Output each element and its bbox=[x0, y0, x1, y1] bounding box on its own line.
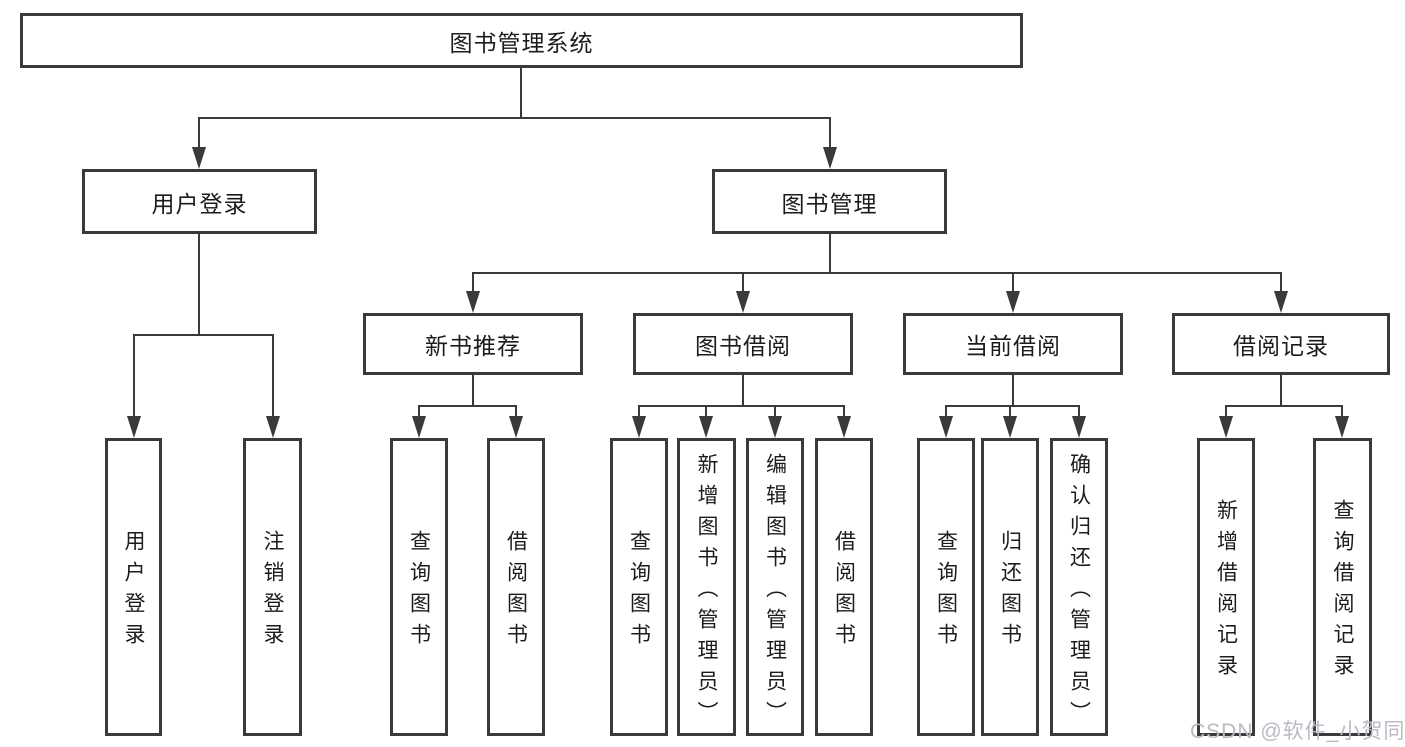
leaf-newrec-query-books: 查询图书 bbox=[390, 438, 448, 736]
leaf-newrec-query-books-label: 查询图书 bbox=[407, 530, 431, 654]
connector-vline bbox=[705, 405, 707, 419]
arrow-down-icon bbox=[1335, 416, 1349, 438]
leaf-records-query-borrow-record: 查询借阅记录 bbox=[1313, 438, 1372, 736]
node-new-book-recommendation-label: 新书推荐 bbox=[425, 333, 521, 359]
leaf-borrowing-edit-books-admin-label: 编辑图书（管理员） bbox=[763, 452, 787, 732]
leaf-newrec-borrow-books-label: 借阅图书 bbox=[504, 530, 528, 654]
connector-vline bbox=[198, 233, 200, 335]
node-current-borrowing-label: 当前借阅 bbox=[965, 333, 1061, 359]
connector-vline bbox=[742, 374, 744, 406]
node-user-login-label: 用户登录 bbox=[151, 190, 248, 217]
leaf-current-return-books: 归还图书 bbox=[981, 438, 1039, 736]
node-root: 图书管理系统 bbox=[20, 13, 1023, 68]
connector-vline bbox=[1009, 405, 1011, 419]
leaf-borrowing-add-books-admin: 新增图书（管理员） bbox=[677, 438, 736, 736]
connector-vline bbox=[1012, 272, 1014, 294]
csdn-watermark: CSDN @软件_小贺同学 bbox=[1190, 720, 1405, 743]
leaf-logout-login: 注销登录 bbox=[243, 438, 302, 736]
connector-vline bbox=[1078, 405, 1080, 419]
node-book-management: 图书管理 bbox=[712, 169, 947, 234]
leaf-user-login-label: 用户登录 bbox=[122, 530, 145, 654]
arrow-down-icon bbox=[1072, 416, 1086, 438]
arrow-down-icon bbox=[509, 416, 523, 438]
connector-hline bbox=[418, 405, 517, 407]
leaf-borrowing-add-books-admin-label: 新增图书（管理员） bbox=[695, 452, 718, 732]
connector-vline bbox=[272, 334, 274, 419]
leaf-borrowing-edit-books-admin: 编辑图书（管理员） bbox=[746, 438, 804, 736]
connector-vline bbox=[1280, 374, 1282, 406]
arrow-down-icon bbox=[192, 147, 206, 169]
leaf-records-add-borrow-record-label: 新增借阅记录 bbox=[1214, 499, 1238, 685]
node-user-login: 用户登录 bbox=[82, 169, 317, 234]
leaf-newrec-borrow-books: 借阅图书 bbox=[487, 438, 545, 736]
arrow-down-icon bbox=[837, 416, 851, 438]
leaf-borrowing-query-books: 查询图书 bbox=[610, 438, 668, 736]
arrow-down-icon bbox=[736, 291, 750, 313]
node-book-borrowing: 图书借阅 bbox=[633, 313, 853, 375]
node-root-label: 图书管理系统 bbox=[449, 29, 594, 56]
connector-hline bbox=[198, 117, 831, 119]
leaf-records-query-borrow-record-label: 查询借阅记录 bbox=[1331, 499, 1354, 685]
arrow-down-icon bbox=[699, 416, 713, 438]
arrow-down-icon bbox=[939, 416, 953, 438]
arrow-down-icon bbox=[1006, 291, 1020, 313]
connector-vline bbox=[638, 405, 640, 419]
leaf-logout-login-label: 注销登录 bbox=[261, 530, 284, 654]
connector-vline bbox=[945, 405, 947, 419]
node-borrowing-records-label: 借阅记录 bbox=[1233, 333, 1329, 359]
arrow-down-icon bbox=[768, 416, 782, 438]
connector-vline bbox=[472, 272, 474, 294]
arrow-down-icon bbox=[1003, 416, 1017, 438]
leaf-records-add-borrow-record: 新增借阅记录 bbox=[1197, 438, 1255, 736]
connector-hline bbox=[472, 272, 1282, 274]
connector-vline bbox=[843, 405, 845, 419]
connector-hline bbox=[945, 405, 1080, 407]
arrow-down-icon bbox=[1219, 416, 1233, 438]
connector-vline bbox=[515, 405, 517, 419]
connector-hline bbox=[638, 405, 845, 407]
leaf-borrowing-borrow-books-label: 借阅图书 bbox=[832, 530, 856, 654]
connector-vline bbox=[133, 334, 135, 419]
arrow-down-icon bbox=[412, 416, 426, 438]
leaf-borrowing-borrow-books: 借阅图书 bbox=[815, 438, 873, 736]
arrow-down-icon bbox=[266, 416, 280, 438]
connector-vline bbox=[198, 117, 200, 151]
connector-vline bbox=[1225, 405, 1227, 419]
connector-hline bbox=[133, 334, 274, 336]
arrow-down-icon bbox=[127, 416, 141, 438]
arrow-down-icon bbox=[1274, 291, 1288, 313]
connector-vline bbox=[1012, 374, 1014, 407]
arrow-down-icon bbox=[632, 416, 646, 438]
connector-vline bbox=[1341, 405, 1343, 419]
node-new-book-recommendation: 新书推荐 bbox=[363, 313, 583, 375]
connector-vline bbox=[742, 272, 744, 294]
leaf-current-return-books-label: 归还图书 bbox=[998, 530, 1022, 654]
leaf-current-confirm-return-admin: 确认归还（管理员） bbox=[1050, 438, 1108, 736]
connector-vline bbox=[1280, 272, 1282, 294]
connector-vline bbox=[418, 405, 420, 419]
leaf-current-query-books: 查询图书 bbox=[917, 438, 975, 736]
connector-hline bbox=[1225, 405, 1343, 407]
node-book-management-label: 图书管理 bbox=[781, 190, 878, 217]
connector-vline bbox=[774, 405, 776, 419]
leaf-user-login: 用户登录 bbox=[105, 438, 162, 736]
leaf-current-confirm-return-admin-label: 确认归还（管理员） bbox=[1067, 452, 1091, 732]
arrow-down-icon bbox=[466, 291, 480, 313]
connector-vline bbox=[829, 117, 831, 151]
connector-vline bbox=[472, 374, 474, 407]
node-borrowing-records: 借阅记录 bbox=[1172, 313, 1390, 375]
connector-vline bbox=[520, 67, 522, 118]
leaf-current-query-books-label: 查询图书 bbox=[934, 530, 958, 654]
arrow-down-icon bbox=[823, 147, 837, 169]
leaf-borrowing-query-books-label: 查询图书 bbox=[627, 530, 651, 654]
node-book-borrowing-label: 图书借阅 bbox=[695, 333, 791, 359]
node-current-borrowing: 当前借阅 bbox=[903, 313, 1123, 375]
connector-vline bbox=[829, 233, 831, 274]
